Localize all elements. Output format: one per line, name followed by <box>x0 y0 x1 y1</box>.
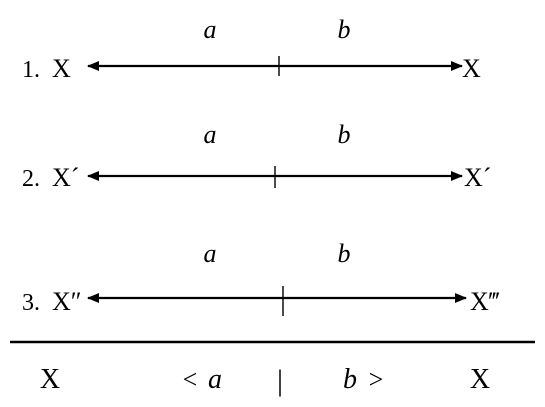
row-3-label-a: a <box>204 239 217 268</box>
summary-right-x: X <box>470 364 490 395</box>
row-1-left-x: X <box>52 54 71 83</box>
row-2-label-b: b <box>338 120 351 149</box>
row-3-right-x: X‴ <box>470 287 500 316</box>
row-2-left-x: X´ <box>52 163 79 192</box>
row-3: a b 3. X″ X‴ <box>22 239 500 316</box>
summary-var-a: a <box>208 364 222 395</box>
row-2-right-x: X´ <box>464 163 491 192</box>
summary-row: X < a | b > X <box>40 364 490 397</box>
summary-left-x: X <box>40 364 60 395</box>
row-1-label-a: a <box>204 15 217 44</box>
summary-divider: | <box>277 364 283 397</box>
summary-var-b: b <box>343 364 357 395</box>
row-2: a b 2. X´ X´ <box>22 120 491 192</box>
row-3-left-x: X″ <box>52 287 82 316</box>
row-3-label-b: b <box>338 239 351 268</box>
row-2-number: 2. <box>22 166 40 192</box>
summary-right-bracket: > <box>369 365 384 394</box>
row-1-label-b: b <box>338 15 351 44</box>
row-3-number: 3. <box>22 290 40 316</box>
row-1-number: 1. <box>22 57 40 83</box>
row-1-right-x: X <box>462 54 481 83</box>
summary-left-bracket: < <box>183 365 198 394</box>
row-2-label-a: a <box>204 120 217 149</box>
row-1: a b 1. X X <box>22 15 481 83</box>
